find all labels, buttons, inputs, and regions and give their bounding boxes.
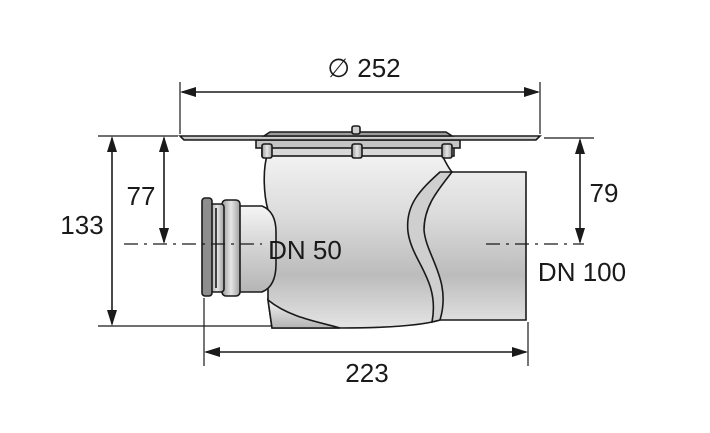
inlet-socket (201, 197, 277, 297)
dimension-total-height: 133 (60, 135, 272, 327)
outlet-label: DN 100 (538, 257, 626, 287)
drain-cover-plate (178, 125, 542, 141)
dimension-plate-diameter: ∅ 252 (179, 53, 541, 134)
total-height-label: 133 (60, 210, 103, 240)
drain-body (263, 151, 527, 329)
inlet-label: DN 50 (268, 235, 342, 265)
drain-top-flange (255, 139, 461, 159)
dimension-total-length: 223 (203, 298, 529, 388)
total-length-label: 223 (345, 358, 388, 388)
dimension-outlet-height: 79 (544, 137, 619, 244)
inlet-height-label: 77 (127, 181, 156, 211)
outlet-height-label: 79 (590, 178, 619, 208)
dimension-inlet-height: 77 (127, 136, 169, 244)
plate-diameter-label: ∅ 252 (327, 53, 400, 83)
